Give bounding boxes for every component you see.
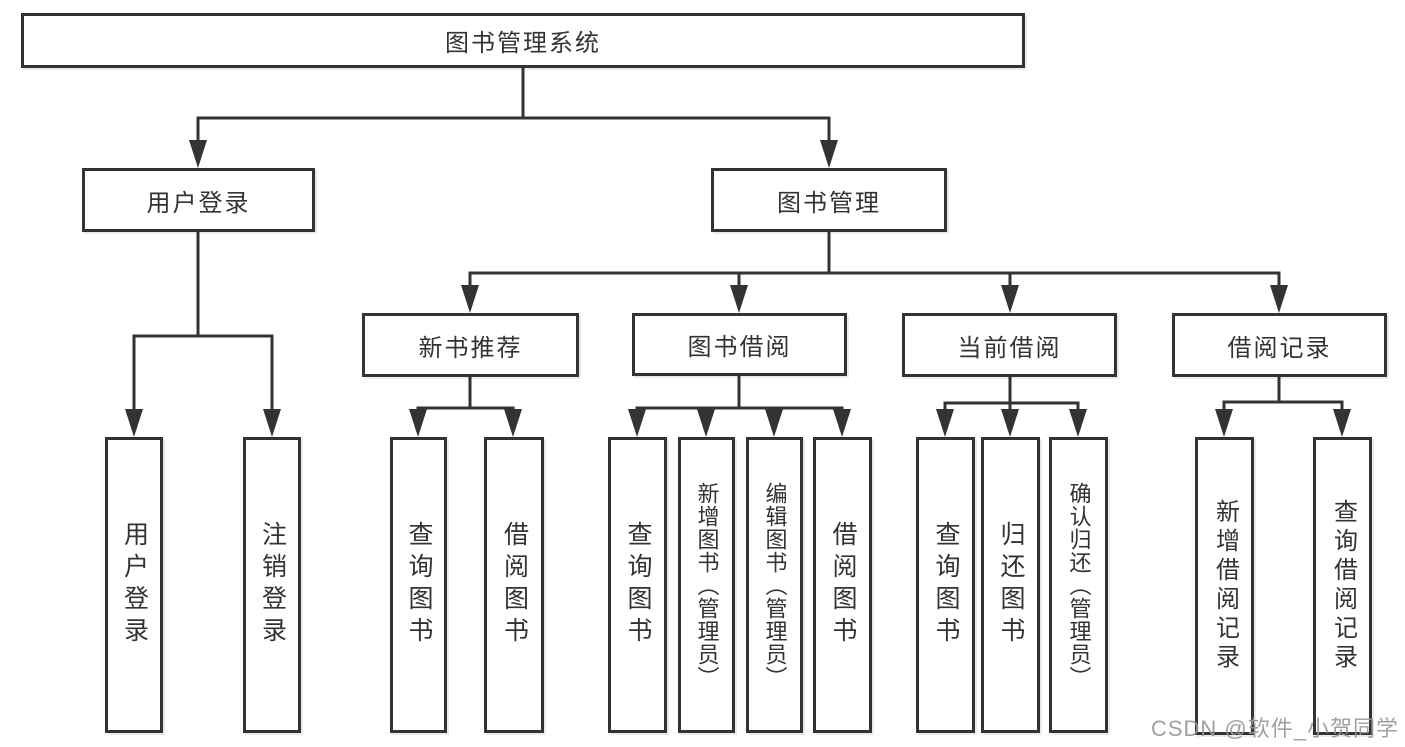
- leaf-recommend-query-book: 查询图书: [390, 437, 447, 733]
- node-new-book-recommend: 新书推荐: [362, 313, 579, 377]
- leaf-return-book: 归还图书: [981, 437, 1040, 733]
- leaf-recommend-borrow-book: 借阅图书: [484, 437, 544, 733]
- leaf-confirm-return-admin: 确认归还（管理员）: [1049, 437, 1108, 733]
- leaf-add-borrow-record: 新增借阅记录: [1195, 437, 1254, 735]
- leaf-logout: 注销登录: [243, 437, 301, 733]
- node-book-borrow: 图书借阅: [632, 313, 847, 376]
- node-user-login: 用户登录: [82, 168, 315, 232]
- node-book-management: 图书管理: [711, 168, 947, 232]
- arrowheads: [125, 140, 1351, 437]
- node-root-library-system: 图书管理系统: [21, 13, 1025, 68]
- leaf-borrow-book: 借阅图书: [813, 437, 872, 733]
- leaf-edit-book-admin: 编辑图书（管理员）: [746, 437, 803, 733]
- leaf-borrow-query-book: 查询图书: [608, 437, 667, 733]
- leaf-add-book-admin: 新增图书（管理员）: [678, 437, 735, 733]
- leaf-user-login: 用户登录: [105, 437, 163, 733]
- node-borrow-records: 借阅记录: [1172, 313, 1387, 377]
- leaf-query-borrow-record: 查询借阅记录: [1313, 437, 1372, 735]
- leaf-current-query-book: 查询图书: [916, 437, 975, 733]
- node-current-borrow: 当前借阅: [902, 313, 1117, 377]
